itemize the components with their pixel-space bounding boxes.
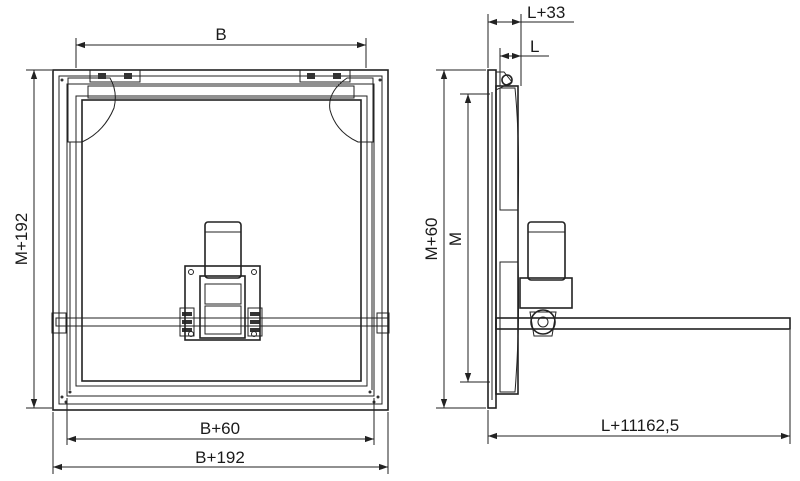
side-actuator-bracket — [519, 277, 573, 309]
side-gear — [530, 309, 556, 335]
side-frame-body — [495, 85, 519, 395]
dim-side-total-length-label: L+11162,5 — [601, 416, 679, 435]
dim-side-total-length: L+11162,5 — [487, 330, 791, 444]
dim-side-height-outer: M+60 — [422, 69, 486, 409]
dim-side-height-inner-label: M — [446, 232, 465, 246]
dim-front-height: M+192 — [12, 69, 52, 409]
shaft-coupling-left — [179, 307, 195, 337]
front-motor — [204, 221, 242, 279]
dim-front-width: B — [75, 25, 367, 68]
front-view — [51, 69, 390, 411]
side-rack — [495, 317, 791, 330]
top-hinge-left — [89, 69, 141, 83]
dim-front-width-label: B — [215, 25, 226, 44]
dim-front-width-inner: B+60 — [66, 398, 375, 445]
dim-side-depth-top-label: L+33 — [527, 3, 565, 22]
dim-front-width-outer-label: B+192 — [195, 448, 245, 467]
dim-front-width-inner-label: B+60 — [200, 419, 240, 438]
dim-side-height-inner: M — [446, 93, 490, 383]
front-corner-top-right — [329, 77, 374, 143]
front-gearbox — [199, 275, 246, 339]
top-hinge-right — [299, 69, 351, 83]
front-corner-top-left — [67, 77, 116, 143]
dim-side-depth-small: L — [499, 37, 549, 86]
front-outer-frame — [52, 69, 389, 411]
front-shaft — [55, 317, 389, 327]
dim-front-height-label: M+192 — [12, 213, 31, 265]
front-inner-opening — [81, 99, 362, 382]
dim-side-height-outer-label: M+60 — [422, 218, 441, 261]
actuator-mount-plate — [184, 265, 261, 341]
side-view — [487, 69, 791, 409]
dim-front-width-outer: B+192 — [52, 412, 389, 474]
side-motor — [527, 221, 566, 281]
dim-side-depth-small-label: L — [530, 37, 539, 56]
